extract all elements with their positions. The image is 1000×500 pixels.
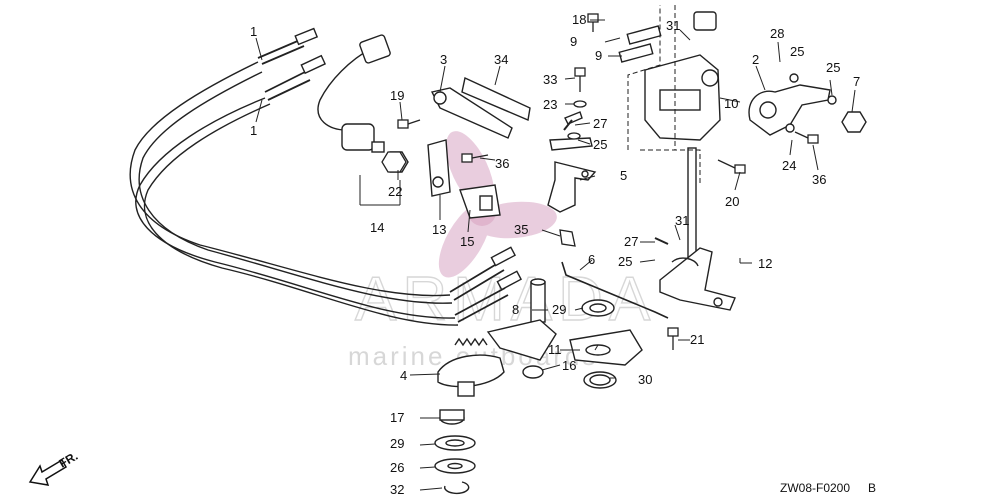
callout-2: 2 — [752, 52, 759, 67]
callout-14: 14 — [370, 220, 384, 235]
callout-10: 10 — [724, 96, 738, 111]
callout-36a: 36 — [495, 156, 509, 171]
callout-23: 23 — [543, 97, 557, 112]
callout-20: 20 — [725, 194, 739, 209]
callout-1a: 1 — [250, 24, 257, 39]
callout-13: 13 — [432, 222, 446, 237]
callout-29b: 29 — [390, 436, 404, 451]
callout-12: 12 — [758, 256, 772, 271]
callout-8: 8 — [512, 302, 519, 317]
callout-25a: 25 — [790, 44, 804, 59]
callout-9a: 9 — [570, 34, 577, 49]
drawing-code: ZW08-F0200 B — [780, 481, 876, 495]
callout-25c: 25 — [593, 137, 607, 152]
lower-bushing-stack — [434, 409, 476, 495]
callout-31a: 31 — [666, 18, 680, 33]
callout-28: 28 — [770, 26, 784, 41]
callout-34: 34 — [494, 52, 508, 67]
callout-11: 11 — [548, 342, 562, 357]
callout-27b: 27 — [624, 234, 638, 249]
assembly-outline — [627, 5, 701, 185]
bolts-and-fasteners — [381, 13, 819, 350]
callout-25b: 25 — [826, 60, 840, 75]
front-arrow-icon — [28, 458, 68, 486]
shift-gear-assembly — [437, 278, 557, 397]
callout-22: 22 — [388, 184, 402, 199]
callout-6: 6 — [588, 252, 595, 267]
callout-18: 18 — [572, 12, 586, 27]
leader-lines — [255, 19, 856, 491]
callout-4: 4 — [400, 368, 407, 383]
drawing-code-text: ZW08-F0200 — [780, 481, 850, 495]
front-direction-indicator: FR. — [28, 449, 80, 486]
callout-5: 5 — [620, 168, 627, 183]
throttle-shift-cables — [129, 27, 523, 326]
callout-27a: 27 — [593, 116, 607, 131]
callout-1b: 1 — [250, 123, 257, 138]
drawing-code-suffix: B — [868, 481, 876, 495]
shift-bracket — [427, 139, 501, 219]
callout-30: 30 — [638, 372, 652, 387]
callout-numbers: 1 1 2 3 4 5 6 7 8 9 9 10 11 12 13 14 15 … — [250, 12, 860, 497]
callout-19: 19 — [390, 88, 404, 103]
callout-21: 21 — [690, 332, 704, 347]
callout-32: 32 — [390, 482, 404, 497]
callout-35: 35 — [514, 222, 528, 237]
callout-33: 33 — [543, 72, 557, 87]
callout-3: 3 — [440, 52, 447, 67]
throttle-arm-assembly — [659, 147, 736, 311]
callout-24: 24 — [782, 158, 796, 173]
callout-26: 26 — [390, 460, 404, 475]
callout-17: 17 — [390, 410, 404, 425]
callout-29a: 29 — [552, 302, 566, 317]
shift-rod — [561, 261, 669, 319]
callout-9b: 9 — [595, 48, 602, 63]
callout-36b: 36 — [812, 172, 826, 187]
shift-plate — [430, 76, 531, 139]
shift-lever-arm — [547, 111, 597, 213]
callout-25d: 25 — [618, 254, 632, 269]
housing-seals — [522, 299, 643, 389]
callout-7: 7 — [853, 74, 860, 89]
callout-15: 15 — [460, 234, 474, 249]
cable-holder-bracket — [618, 11, 721, 141]
callout-31b: 31 — [675, 213, 689, 228]
neutral-switch — [317, 34, 409, 173]
callout-16: 16 — [562, 358, 576, 373]
throttle-lever — [748, 73, 867, 136]
